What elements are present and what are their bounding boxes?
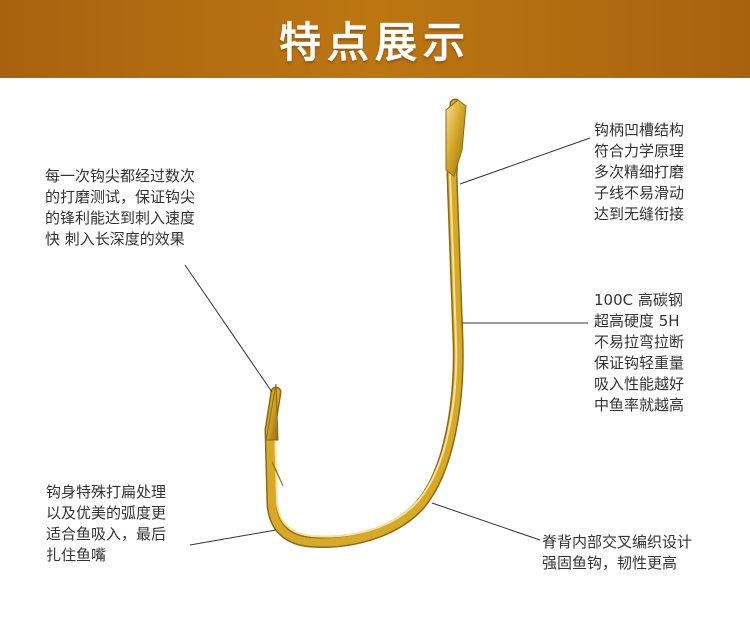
annotation-line: 中鱼率就越高 — [594, 396, 685, 414]
annotation-line: 快 刺入长深度的效果 — [45, 230, 185, 248]
hook-body — [266, 100, 463, 547]
annotation-line: 吸入性能越好 — [594, 375, 685, 393]
annotation-line: 扎住鱼嘴 — [46, 546, 107, 564]
leader-line-tip — [184, 264, 273, 393]
annotation-line: 以及优美的弧度更 — [46, 504, 167, 522]
annotation-line: 符合力学原理 — [594, 142, 685, 160]
annotation-line: 不易拉弯拉断 — [594, 333, 685, 351]
annotation-spine: 脊背内部交叉编织设计 强固鱼钩，韧性更高 — [542, 532, 692, 574]
header-banner: 特点展示 — [0, 0, 750, 78]
annotation-line: 脊背内部交叉编织设计 — [542, 533, 693, 551]
hook-highlight — [274, 109, 458, 538]
annotation-material: 100C 高碳钢 超高硬度 5H 不易拉弯拉断 保证钩轻重量 吸入性能越好 中鱼… — [594, 290, 684, 416]
annotation-shank: 钩柄凹槽结构 符合力学原理 多次精细打磨 子线不易滑动 达到无缝衔接 — [594, 120, 684, 225]
page-title: 特点展示 — [278, 17, 471, 67]
annotation-line: 每一次钩尖都经过数次 — [45, 167, 196, 185]
hook-barb — [271, 461, 284, 487]
annotation-line: 的锋利能达到刺入速度 — [45, 209, 196, 227]
leader-line-spine — [431, 502, 541, 541]
annotation-line: 100C 高碳钢 — [594, 291, 683, 309]
annotation-line: 钩柄凹槽结构 — [594, 121, 685, 139]
annotation-line: 多次精细打磨 — [594, 163, 685, 181]
annotation-line: 强固鱼钩，韧性更高 — [542, 554, 678, 572]
annotation-tip: 每一次钩尖都经过数次 的打磨测试，保证钩尖 的锋利能达到刺入速度 快 刺入长深度… — [45, 166, 195, 250]
annotation-line: 的打磨测试，保证钩尖 — [45, 188, 196, 206]
hook-point — [265, 383, 279, 441]
leader-line-body — [189, 529, 277, 546]
hook-body-outline — [264, 98, 464, 548]
annotation-line: 适合鱼吸入，最后 — [46, 525, 167, 543]
annotation-line: 保证钩轻重量 — [594, 354, 685, 372]
annotation-body: 钩身特殊打扁处理 以及优美的弧度更 适合鱼吸入，最后 扎住鱼嘴 — [46, 482, 166, 566]
annotation-line: 达到无缝衔接 — [594, 205, 685, 223]
hook-spade — [445, 99, 467, 177]
annotation-line: 超高硬度 5H — [594, 312, 680, 330]
leader-line-shank — [459, 137, 591, 185]
annotation-line: 子线不易滑动 — [594, 184, 685, 202]
annotation-line: 钩身特殊打扁处理 — [46, 483, 167, 501]
